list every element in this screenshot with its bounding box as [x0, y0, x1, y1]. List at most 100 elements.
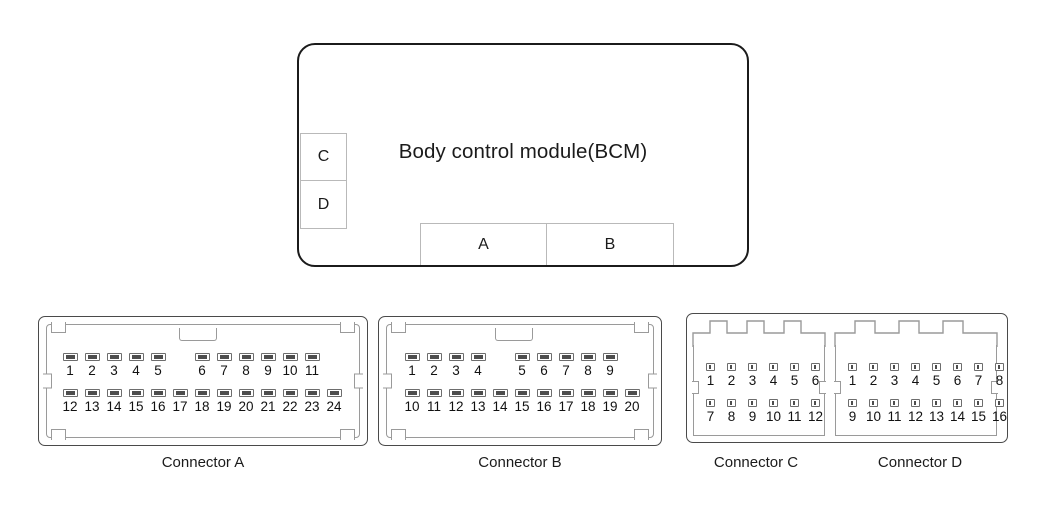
connector-a-pin-13: 13	[81, 389, 103, 414]
connector-a-pin-14: 14	[103, 389, 125, 414]
connector-b-pin-18: 18	[577, 389, 599, 414]
pin-slot-icon	[62, 353, 78, 361]
pin-slot-icon	[260, 389, 276, 397]
pin-number-label: 10	[282, 363, 298, 378]
connector-d-side-tab-right	[991, 381, 998, 394]
connector-a-pin-20: 20	[235, 389, 257, 414]
connector-b-latch	[495, 328, 533, 341]
pin-number-label: 1	[408, 363, 416, 378]
pin-slot-icon	[974, 363, 983, 371]
pin-slot-icon	[282, 389, 298, 397]
connector-b-pin-16: 16	[533, 389, 555, 414]
pin-slot-icon	[84, 353, 100, 361]
pin-slot-icon	[790, 399, 799, 407]
pin-number-label: 16	[536, 399, 552, 414]
pin-slot-icon	[470, 389, 486, 397]
connector-d-pin-10: 10	[863, 399, 884, 424]
connector-c-pin-9: 9	[742, 399, 763, 424]
connector-d-pin-13: 13	[926, 399, 947, 424]
connector-d-crenellations	[834, 320, 998, 347]
pin-slot-icon	[238, 389, 254, 397]
pin-slot-icon	[706, 363, 715, 371]
pin-slot-icon	[769, 363, 778, 371]
pin-slot-icon	[404, 389, 420, 397]
connector-b-inner-frame	[386, 324, 654, 438]
connector-b-pin-5: 5	[511, 353, 533, 378]
connector-b-pin-12: 12	[445, 389, 467, 414]
pin-number-label: 13	[84, 399, 100, 414]
pin-slot-icon	[282, 353, 298, 361]
pin-number-label: 12	[62, 399, 78, 414]
pin-slot-icon	[932, 363, 941, 371]
module-port-d: D	[300, 181, 347, 229]
connector-b-notch-bottom-left	[391, 429, 406, 440]
pin-number-label: 9	[606, 363, 614, 378]
pin-slot-icon	[580, 353, 596, 361]
connector-b-pin-8: 8	[577, 353, 599, 378]
connector-c-pin-7: 7	[700, 399, 721, 424]
connector-d-pin-5: 5	[926, 363, 947, 388]
pin-number-label: 14	[949, 409, 966, 424]
connector-c-pin-2: 2	[721, 363, 742, 388]
pin-number-label: 7	[220, 363, 228, 378]
pin-slot-icon	[150, 353, 166, 361]
connector-b-pin-17: 17	[555, 389, 577, 414]
connector-c-pin-4: 4	[763, 363, 784, 388]
pin-slot-icon	[448, 389, 464, 397]
connector-a-pin-12: 12	[59, 389, 81, 414]
connector-c-pin-5: 5	[784, 363, 805, 388]
connector-c-pin-11: 11	[784, 399, 805, 424]
pin-slot-icon	[890, 399, 899, 407]
pin-number-label: 8	[995, 373, 1004, 388]
pin-number-label: 12	[807, 409, 824, 424]
pin-slot-icon	[727, 399, 736, 407]
pin-slot-icon	[106, 353, 122, 361]
pin-slot-icon	[106, 389, 122, 397]
body-control-module: Body control module(BCM) C D A B	[297, 43, 749, 267]
pin-number-label: 6	[198, 363, 206, 378]
pin-number-label: 4	[474, 363, 482, 378]
pin-slot-icon	[602, 353, 618, 361]
pin-slot-icon	[172, 389, 188, 397]
pin-number-label: 15	[514, 399, 530, 414]
module-title: Body control module(BCM)	[398, 140, 648, 163]
pin-number-label: 11	[887, 409, 902, 424]
pin-slot-icon	[470, 353, 486, 361]
pin-slot-icon	[304, 353, 320, 361]
connector-b-pin-19: 19	[599, 389, 621, 414]
connector-b-notch-bottom-right	[634, 429, 649, 440]
pin-number-label: 13	[470, 399, 486, 414]
connector-d-pin-6: 6	[947, 363, 968, 388]
pin-number-label: 5	[932, 373, 941, 388]
pin-number-label: 19	[216, 399, 232, 414]
connector-d-pin-11: 11	[884, 399, 905, 424]
pin-number-label: 6	[953, 373, 962, 388]
connector-d-pin-3: 3	[884, 363, 905, 388]
pin-number-label: 19	[602, 399, 618, 414]
pin-number-label: 22	[282, 399, 298, 414]
module-port-c-label: C	[317, 148, 330, 165]
pin-number-label: 17	[172, 399, 188, 414]
connector-a-pin-18: 18	[191, 389, 213, 414]
connector-d-side-tab-left	[834, 381, 841, 394]
pin-slot-icon	[911, 363, 920, 371]
pin-number-label: 4	[769, 373, 778, 388]
pin-slot-icon	[811, 363, 820, 371]
pin-slot-icon	[216, 389, 232, 397]
pin-slot-icon	[769, 399, 778, 407]
connector-c-pin-12: 12	[805, 399, 826, 424]
pin-slot-icon	[326, 389, 342, 397]
pin-slot-icon	[890, 363, 899, 371]
connector-a-pin-5: 5	[147, 353, 169, 378]
pin-slot-icon	[911, 399, 920, 407]
connector-a-pin-19: 19	[213, 389, 235, 414]
pin-slot-icon	[932, 399, 941, 407]
connector-a-pin-7: 7	[213, 353, 235, 378]
connector-d-pin-15: 15	[968, 399, 989, 424]
connector-d-pin-8: 8	[989, 363, 1010, 388]
pin-number-label: 20	[624, 399, 640, 414]
